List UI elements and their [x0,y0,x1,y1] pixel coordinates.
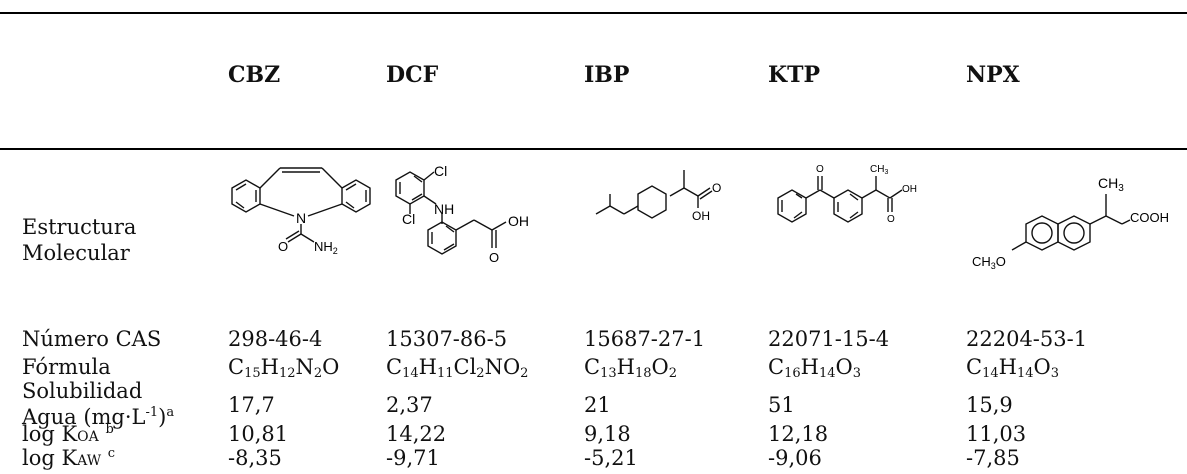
cas-dcf: 15307-86-5 [386,327,508,351]
log-kaw-dcf: -9,71 [386,446,440,470]
column-header-npx: NPX [966,62,1020,88]
column-header-ibp: IBP [584,62,630,88]
log-koa-ibp: 9,18 [584,422,631,446]
formula-ibp: C13H18O2 [584,355,677,381]
formula-cbz: C15H12N2O [228,355,340,381]
svg-text:O: O [816,164,824,175]
cas-cbz: 298-46-4 [228,327,323,351]
structure-npx: CH3 COOH CH3O [972,175,1169,271]
formula-npx: C14H14O3 [966,355,1059,381]
svg-text:O: O [489,250,499,265]
header-rule [0,148,1187,150]
cas-ktp: 22071-15-4 [768,327,890,351]
log-kaw-cbz: -8,35 [228,446,282,470]
svg-text:O: O [278,239,288,254]
solubilidad-dcf: 2,37 [386,393,433,417]
svg-text:O: O [712,181,721,195]
formula-ktp: C16H14O3 [768,355,861,381]
svg-text:CH3: CH3 [870,164,888,176]
log-koa-cbz: 10,81 [228,422,289,446]
svg-text:Cl: Cl [434,163,447,179]
svg-text:CH3: CH3 [1098,175,1124,194]
cas-ibp: 15687-27-1 [584,327,706,351]
log-kaw-npx: -7,85 [966,446,1020,470]
structure-ibp: O OH [595,170,721,223]
solubilidad-npx: 15,9 [966,393,1013,417]
top-rule [0,12,1187,14]
column-header-dcf: DCF [386,62,439,88]
svg-text:NH: NH [434,201,454,217]
svg-text:O: O [887,214,895,225]
log-koa-npx: 11,03 [966,422,1027,446]
svg-text:Cl: Cl [402,211,415,227]
formula-dcf: C14H11Cl2NO2 [386,355,529,381]
solubilidad-ktp: 51 [768,393,795,417]
svg-text:OH: OH [692,209,710,223]
svg-text:COOH: COOH [1130,210,1169,225]
row-label-cas: Número CAS [22,327,162,351]
log-koa-ktp: 12,18 [768,422,829,446]
svg-text:N: N [296,210,306,226]
svg-text:NH2: NH2 [314,239,338,256]
solubilidad-ibp: 21 [584,393,611,417]
row-label-formula: Fórmula [22,355,111,379]
svg-text:OH: OH [902,184,917,195]
log-koa-dcf: 14,22 [386,422,447,446]
svg-text:CH3O: CH3O [972,254,1006,271]
row-label-log-kaw: log KAW c [22,446,116,470]
log-kaw-ktp: -9,06 [768,446,822,470]
row-label-log-koa: log KOA b [22,422,114,446]
column-header-ktp: KTP [768,62,821,88]
column-header-cbz: CBZ [228,62,281,88]
svg-text:OH: OH [508,213,529,229]
cas-npx: 22204-53-1 [966,327,1088,351]
solubilidad-cbz: 17,7 [228,393,275,417]
structure-cbz: N O NH2 [231,167,371,256]
structure-dcf: Cl Cl NH OH O [395,163,529,265]
log-kaw-ibp: -5,21 [584,446,638,470]
structure-ktp: O CH3 OH O [777,164,917,225]
